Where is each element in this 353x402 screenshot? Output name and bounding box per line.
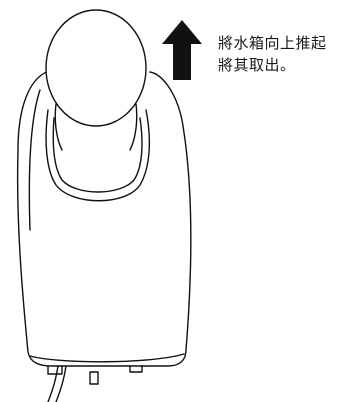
tank-cavity [45, 109, 151, 202]
power-cord [47, 365, 59, 402]
instruction-line-2: 將其取出。 [218, 56, 296, 74]
instruction-text: 將水箱向上推起 將其取出。 [218, 32, 348, 76]
instruction-line-1: 將水箱向上推起 [218, 34, 327, 52]
base-foot-right [129, 365, 143, 373]
water-tank [45, 9, 147, 127]
base-foot-left [47, 365, 63, 375]
power-cord-inner [55, 365, 67, 402]
body-inner-left-contour [28, 89, 41, 231]
up-arrow-icon [162, 20, 202, 80]
tank-neck-right [129, 103, 138, 151]
base-rim [29, 353, 185, 363]
tank-neck-left [54, 103, 63, 151]
tank-cavity-inner [52, 117, 143, 193]
device-body [16, 69, 192, 367]
connector-port [89, 371, 99, 385]
